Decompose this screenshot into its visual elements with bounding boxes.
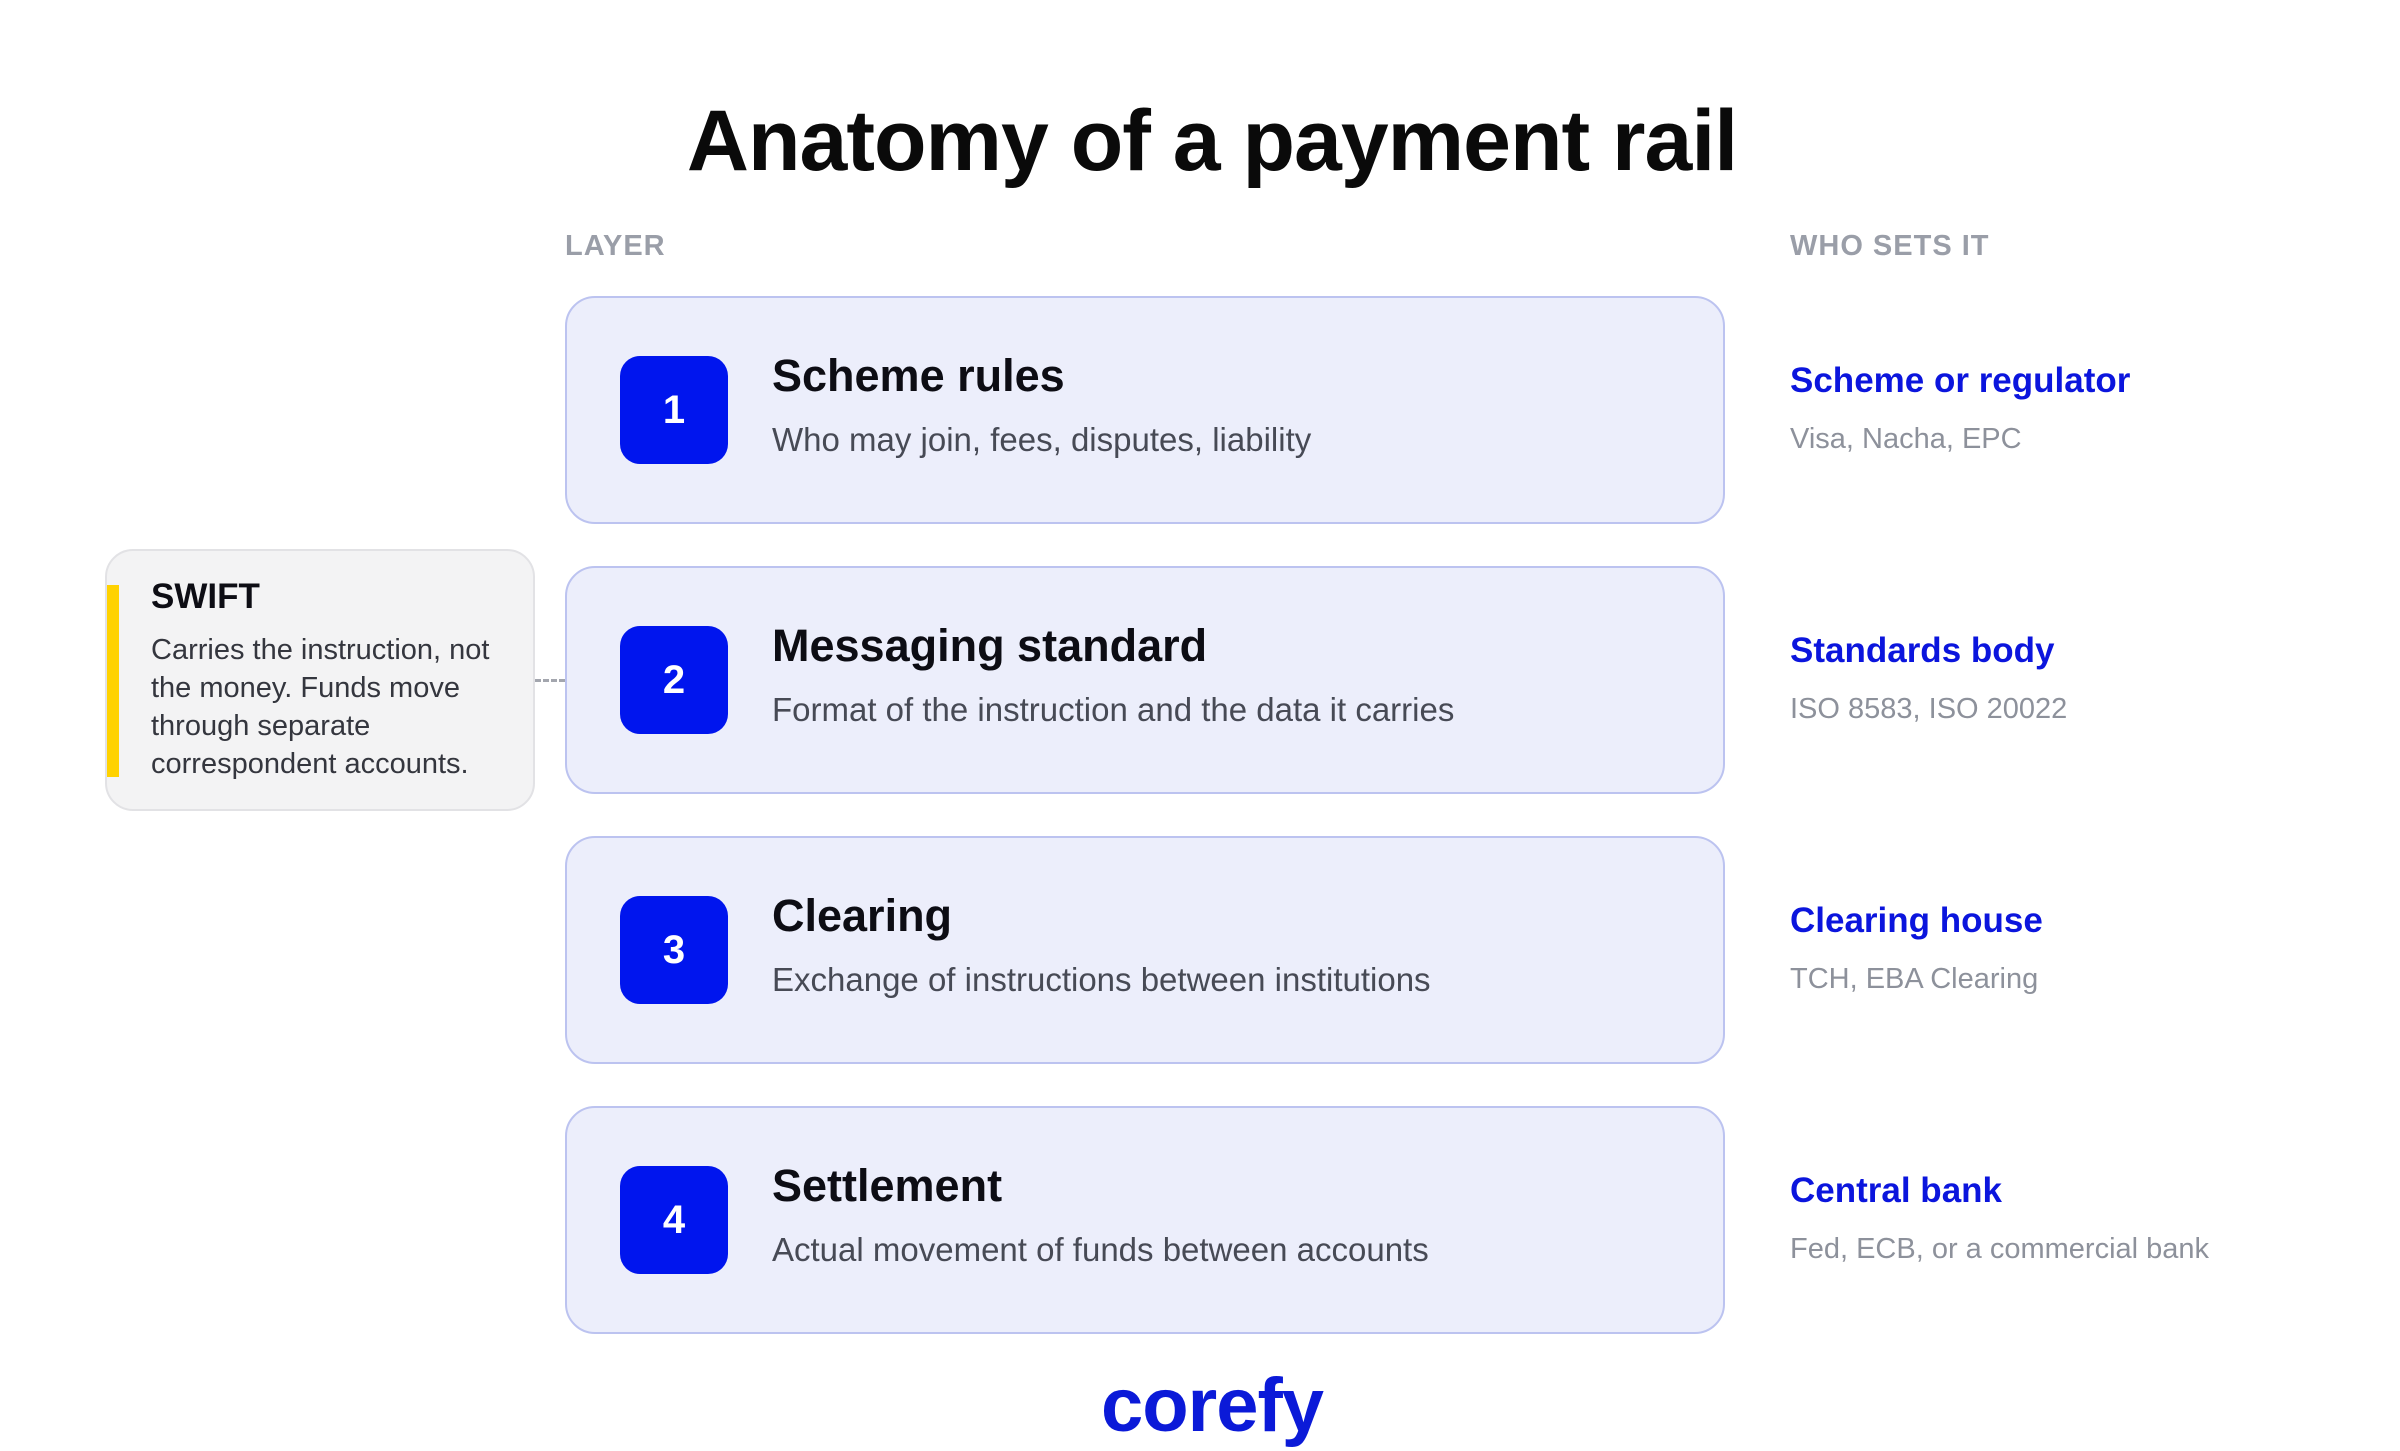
layer-title: Messaging standard (772, 620, 1208, 671)
layer-number-badge: 2 (620, 626, 728, 734)
who-sets-scheme-rules: Scheme or regulator Visa, Nacha, EPC (1790, 361, 2130, 456)
who-sets-clearing: Clearing house TCH, EBA Clearing (1790, 901, 2043, 996)
layer-number-badge: 3 (620, 896, 728, 1004)
layer-description: Exchange of instructions between institu… (772, 961, 1431, 998)
who-examples: Fed, ECB, or a commercial bank (1790, 1233, 2210, 1265)
layer-title: Clearing (772, 890, 953, 941)
swift-callout: SWIFT Carries the instruction, not the m… (105, 549, 535, 811)
logo-text: corefy (1100, 1363, 1324, 1448)
callout-body: Carries the instruction, not the money. … (151, 634, 490, 780)
who-title: Central bank (1790, 1171, 2002, 1210)
layer-number-badge: 4 (620, 1166, 728, 1274)
layer-title: Scheme rules (772, 350, 1065, 401)
who-title: Scheme or regulator (1790, 361, 2131, 400)
who-examples: Visa, Nacha, EPC (1790, 423, 2022, 455)
who-column-header: WHO SETS IT (1790, 230, 1990, 262)
layer-column-header: LAYER (565, 230, 666, 262)
page-title: Anatomy of a payment rail (686, 93, 1738, 189)
layer-number-badge: 1 (620, 356, 728, 464)
layer-card-messaging-standard: 2 Messaging standard Format of the instr… (565, 566, 1725, 794)
layer-description: Actual movement of funds between account… (772, 1231, 1429, 1268)
layer-title: Settlement (772, 1160, 1003, 1211)
who-examples: TCH, EBA Clearing (1790, 963, 2039, 995)
who-title: Clearing house (1790, 901, 2043, 940)
layer-card-clearing: 3 Clearing Exchange of instructions betw… (565, 836, 1725, 1064)
layer-card-settlement: 4 Settlement Actual movement of funds be… (565, 1106, 1725, 1334)
layer-card-scheme-rules: 1 Scheme rules Who may join, fees, dispu… (565, 296, 1725, 524)
layer-description: Format of the instruction and the data i… (772, 691, 1455, 728)
who-sets-messaging-standard: Standards body ISO 8583, ISO 20022 (1790, 631, 2067, 726)
who-examples: ISO 8583, ISO 20022 (1790, 693, 2068, 725)
callout-accent-bar (107, 585, 119, 777)
layer-description: Who may join, fees, disputes, liability (772, 421, 1312, 458)
corefy-logo: corefy (0, 1368, 2400, 1444)
callout-title: SWIFT (151, 577, 260, 616)
callout-connector-line (535, 679, 565, 682)
who-sets-settlement: Central bank Fed, ECB, or a commercial b… (1790, 1171, 2209, 1266)
who-title: Standards body (1790, 631, 2055, 670)
